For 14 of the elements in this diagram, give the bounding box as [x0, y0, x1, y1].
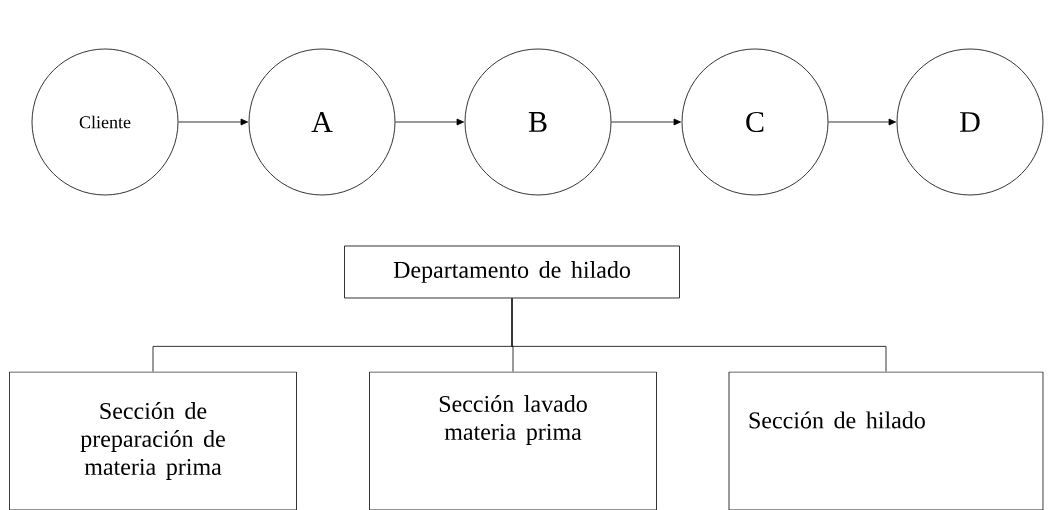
circle-node: A [248, 48, 396, 196]
circle-node: D [896, 48, 1044, 196]
circle-node: B [464, 48, 612, 196]
circle-node: Cliente [31, 48, 179, 196]
section-box: Sección lavado materia prima [369, 371, 657, 510]
section-box: Sección de hilado [728, 371, 1044, 510]
arrow [828, 118, 896, 126]
connector-line [511, 298, 887, 372]
department-box: Departamento de hilado [344, 245, 680, 299]
circle-node: C [681, 48, 829, 196]
section-box: Sección de preparación de materia prima [9, 371, 297, 510]
arrow [611, 118, 681, 126]
arrow [178, 118, 248, 126]
arrow [395, 118, 464, 126]
